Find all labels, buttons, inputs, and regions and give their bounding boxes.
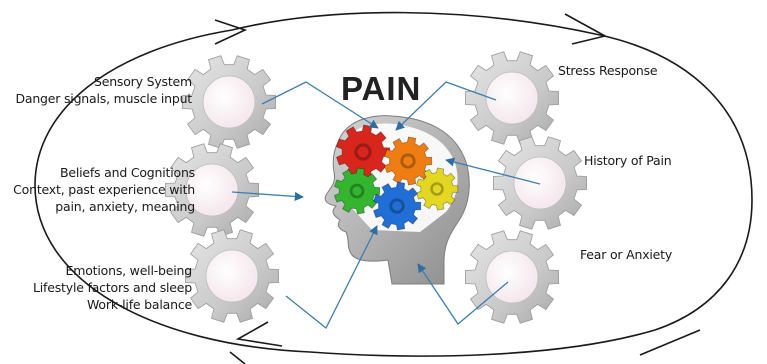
label-emotions-line-1: Emotions, well-being [33, 262, 192, 279]
label-beliefs-line-2: Context, past experience with [13, 181, 195, 198]
pain-title: PAIN [341, 70, 421, 108]
label-sensory-line-2: Danger signals, muscle input [15, 90, 192, 107]
gear-icon-history [493, 137, 586, 230]
label-beliefs-line-1: Beliefs and Cognitions [13, 164, 195, 181]
label-sensory: Sensory System Danger signals, muscle in… [15, 73, 192, 107]
label-emotions-line-3: Work-life balance [33, 296, 192, 313]
label-fear-line-1: Fear or Anxiety [580, 246, 672, 263]
label-history: History of Pain [584, 152, 672, 169]
label-history-line-1: History of Pain [584, 152, 672, 169]
cycle-arrow-icon [238, 322, 282, 346]
label-emotions: Emotions, well-being Lifestyle factors a… [33, 262, 192, 313]
label-stress-line-1: Stress Response [558, 62, 657, 79]
gear-icon-stress [465, 52, 558, 145]
label-emotions-line-2: Lifestyle factors and sleep [33, 279, 192, 296]
label-beliefs-line-3: pain, anxiety, meaning [13, 198, 195, 215]
label-fear: Fear or Anxiety [580, 246, 672, 263]
label-sensory-line-1: Sensory System [15, 73, 192, 90]
label-stress: Stress Response [558, 62, 657, 79]
gear-icon-fear [465, 231, 558, 324]
gear-icon-emotions [185, 230, 278, 323]
gear-icon-sensory [182, 56, 275, 149]
label-beliefs: Beliefs and Cognitions Context, past exp… [13, 164, 195, 215]
